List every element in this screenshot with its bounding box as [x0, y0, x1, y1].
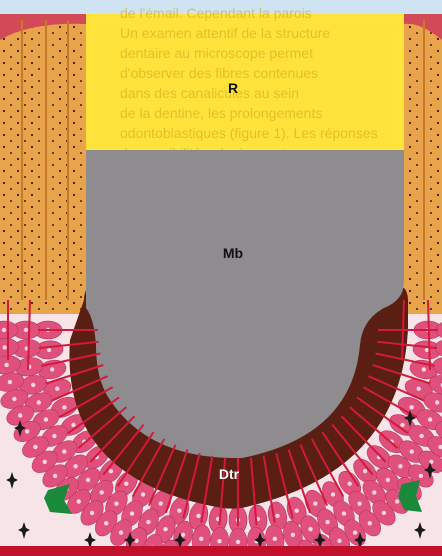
cell-nucleus [33, 445, 37, 449]
cell-nucleus [124, 482, 128, 486]
cell-nucleus [86, 478, 90, 482]
cell-nucleus [2, 345, 6, 349]
cell-nucleus [428, 417, 432, 421]
cell-nucleus [163, 527, 167, 531]
cell-nucleus [325, 520, 329, 524]
cell-nucleus [73, 464, 77, 468]
cell-nucleus [217, 539, 221, 543]
cell-nucleus [104, 521, 108, 525]
label-mb: Mb [223, 245, 243, 261]
cell-nucleus [18, 413, 22, 417]
cell-nucleus [400, 423, 404, 427]
cell-nucleus [275, 514, 279, 518]
label-r: R [228, 80, 238, 96]
cell-nucleus [372, 490, 376, 494]
cell-nucleus [422, 367, 426, 371]
cell-nucleus [12, 397, 16, 401]
cell-nucleus [342, 511, 346, 515]
show-through-line: de l'émail. Cependant la parois [120, 5, 312, 21]
cell-nucleus [295, 509, 299, 513]
cell-nucleus [62, 449, 66, 453]
label-dtr: Dtr [219, 466, 240, 482]
cell-nucleus [62, 405, 66, 409]
cell-nucleus [159, 501, 163, 505]
cell-nucleus [386, 478, 390, 482]
cell-nucleus [50, 367, 54, 371]
cell-nucleus [77, 499, 81, 503]
cell-nucleus [273, 537, 277, 541]
cell-nucleus [382, 511, 386, 515]
cell-nucleus [196, 514, 200, 518]
cell-nucleus [357, 502, 361, 506]
vessel-band [0, 546, 442, 556]
cell-nucleus [141, 492, 145, 496]
show-through-line: Un examen attentif de la structure [120, 25, 330, 41]
cell-nucleus [31, 383, 35, 387]
cell-nucleus [417, 387, 421, 391]
cell-nucleus [348, 482, 352, 486]
cell-nucleus [90, 511, 94, 515]
right-enamel-columns [404, 14, 442, 314]
cell-nucleus [4, 363, 8, 367]
cell-nucleus [291, 533, 295, 537]
show-through-line: d'observer des fibres contenues [120, 65, 318, 81]
cell-nucleus [71, 423, 75, 427]
show-through-line: dentaire au microscope permet [120, 45, 313, 61]
cell-nucleus [8, 380, 12, 384]
cell-nucleus [409, 405, 413, 409]
cell-nucleus [181, 533, 185, 537]
cell-nucleus [114, 502, 118, 506]
cell-nucleus [331, 492, 335, 496]
cell-nucleus [146, 520, 150, 524]
show-through-line: de la dentine, les prolongements [120, 105, 322, 121]
cell-nucleus [44, 417, 48, 421]
cell-nucleus [199, 537, 203, 541]
cell-nucleus [2, 328, 6, 332]
cell-nucleus [37, 400, 41, 404]
cell-nucleus [308, 527, 312, 531]
cell-nucleus [419, 474, 423, 478]
cell-nucleus [353, 530, 357, 534]
cell-nucleus [24, 328, 28, 332]
cell-nucleus [52, 434, 56, 438]
cell-nucleus [134, 539, 138, 543]
cell-nucleus [25, 429, 29, 433]
cell-nucleus [109, 469, 113, 473]
cell-nucleus [337, 539, 341, 543]
cell-nucleus [55, 387, 59, 391]
left-enamel-columns [0, 14, 86, 314]
cell-nucleus [398, 464, 402, 468]
cell-nucleus [368, 521, 372, 525]
cell-nucleus [47, 348, 51, 352]
cell-nucleus [236, 540, 240, 544]
cell-nucleus [177, 509, 181, 513]
cell-nucleus [363, 469, 367, 473]
cell-nucleus [313, 501, 317, 505]
cell-nucleus [130, 511, 134, 515]
cell-nucleus [395, 499, 399, 503]
cell-nucleus [43, 460, 47, 464]
cell-nucleus [435, 400, 439, 404]
show-through-line: odontoblastiques (figure 1). Les réponse… [120, 125, 378, 141]
cell-nucleus [410, 449, 414, 453]
cell-nucleus [119, 530, 123, 534]
cell-nucleus [419, 434, 423, 438]
show-through-line: dans des canalicules au sein [120, 85, 299, 101]
cell-nucleus [100, 490, 104, 494]
cell-nucleus [53, 474, 57, 478]
